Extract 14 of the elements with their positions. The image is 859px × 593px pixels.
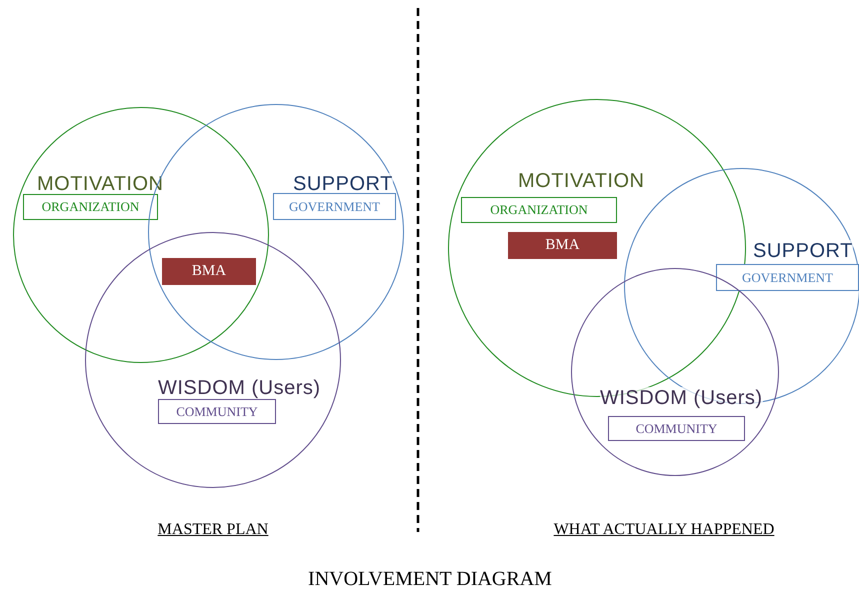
highlight-tag: BMA <box>508 232 617 259</box>
set-label: WISDOM (Users) <box>600 387 763 409</box>
diagram-title: INVOLVEMENT DIAGRAM <box>308 568 552 591</box>
highlight-tag: BMA <box>162 258 256 285</box>
category-tag: COMMUNITY <box>608 416 745 441</box>
panel-caption: MASTER PLAN <box>158 521 268 539</box>
category-tag: COMMUNITY <box>158 399 276 424</box>
venn-circle <box>85 232 341 488</box>
category-tag: GOVERNMENT <box>716 264 859 291</box>
category-tag: ORGANIZATION <box>461 197 617 223</box>
category-tag: GOVERNMENT <box>273 193 396 220</box>
category-tag: ORGANIZATION <box>23 194 158 220</box>
panel-caption: WHAT ACTUALLY HAPPENED <box>554 521 774 539</box>
set-label: WISDOM (Users) <box>158 377 321 399</box>
